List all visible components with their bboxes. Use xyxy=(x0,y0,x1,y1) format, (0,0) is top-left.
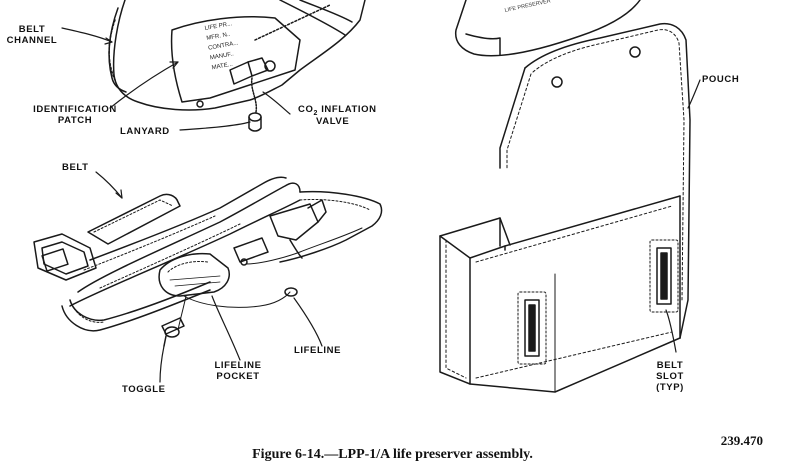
label-line: IDENTIFICATION xyxy=(33,104,117,115)
pouch-drawing xyxy=(439,22,691,393)
patch-text-line: CONTRA... xyxy=(208,40,239,51)
patch-text-line: MANUF.. xyxy=(210,51,235,61)
figure-number: 239.470 xyxy=(720,433,763,448)
co2-text: CO xyxy=(298,104,314,115)
co2-subscript: 2 xyxy=(313,110,318,117)
label-line: BELT xyxy=(18,24,46,35)
label-line: SLOT xyxy=(656,371,684,382)
lifeline-label: LIFELINE xyxy=(294,345,342,356)
patch-text-line: MFR. N.. xyxy=(206,32,231,42)
belt-assembly-drawing xyxy=(33,176,383,347)
leader-lines-top xyxy=(61,27,291,131)
belt-label: BELT xyxy=(62,162,89,173)
partial-preserver-drawing: LIFE PRESERVER xyxy=(454,0,641,57)
lanyard-label: LANYARD xyxy=(120,126,170,137)
leader-lines-belt xyxy=(95,171,323,383)
svg-text:LIFE PRESERVER: LIFE PRESERVER xyxy=(504,0,551,14)
label-line: PATCH xyxy=(57,115,93,126)
label-line: CHANNEL xyxy=(6,35,58,46)
patch-text-line: LIFE PR... xyxy=(204,21,233,32)
pouch-label: POUCH xyxy=(702,74,740,85)
toggle-label: TOGGLE xyxy=(122,384,166,395)
label-line: BELT xyxy=(656,360,684,371)
folded-preserver-drawing xyxy=(108,0,366,132)
label-line: (TYP) xyxy=(656,382,684,393)
figure-caption: Figure 6-14.—LPP-1/A life preserver asse… xyxy=(252,447,533,462)
label-line: POCKET xyxy=(216,371,260,382)
inflation-text: INFLATION xyxy=(317,104,377,115)
leader-lines-pouch xyxy=(665,79,701,353)
label-line: LIFELINE xyxy=(214,360,262,371)
patch-text-line: MATE... xyxy=(211,62,233,72)
label-line: VALVE xyxy=(316,116,350,127)
